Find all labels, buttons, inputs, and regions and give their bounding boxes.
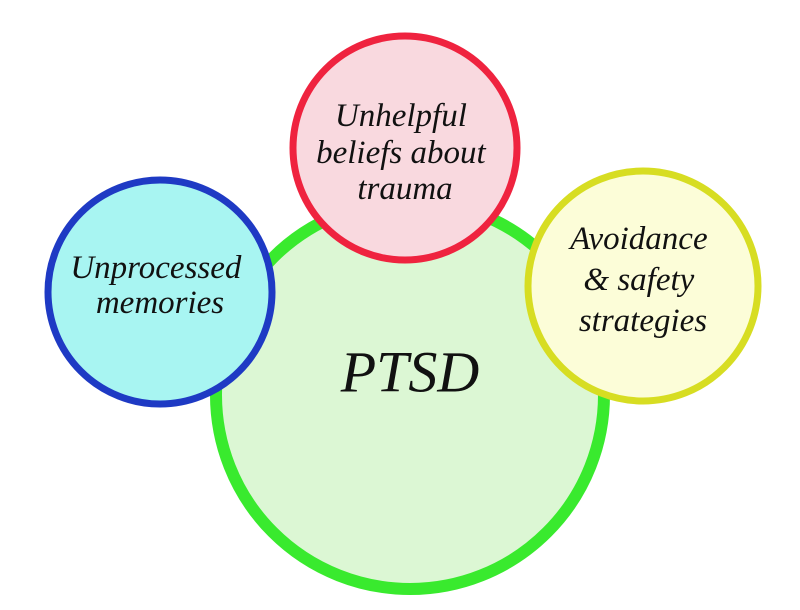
top-node-label: Unhelpful beliefs about trauma [316,98,494,207]
center-label: PTSD [340,339,480,404]
left-node-line-2: memories [96,285,224,321]
right-node-line-3: strategies [579,303,707,339]
right-node-line-2: & safety [583,262,694,298]
left-node-line-1: Unprocessed [70,250,242,286]
right-node-circle [524,167,762,405]
top-node-circle [289,32,521,264]
right-node-line-1: Avoidance [568,221,707,257]
top-node-line-2: beliefs about [316,135,486,171]
left-node: Unprocessed memories [44,176,276,408]
top-node-line-1: Unhelpful [335,98,467,134]
right-node: Avoidance & safety strategies [524,167,762,405]
top-node-line-3: trauma [357,171,452,207]
left-node-label: Unprocessed memories [70,250,249,321]
left-node-circle [44,176,276,408]
right-node-label: Avoidance & safety strategies [568,221,716,339]
top-node: Unhelpful beliefs about trauma [289,32,521,264]
